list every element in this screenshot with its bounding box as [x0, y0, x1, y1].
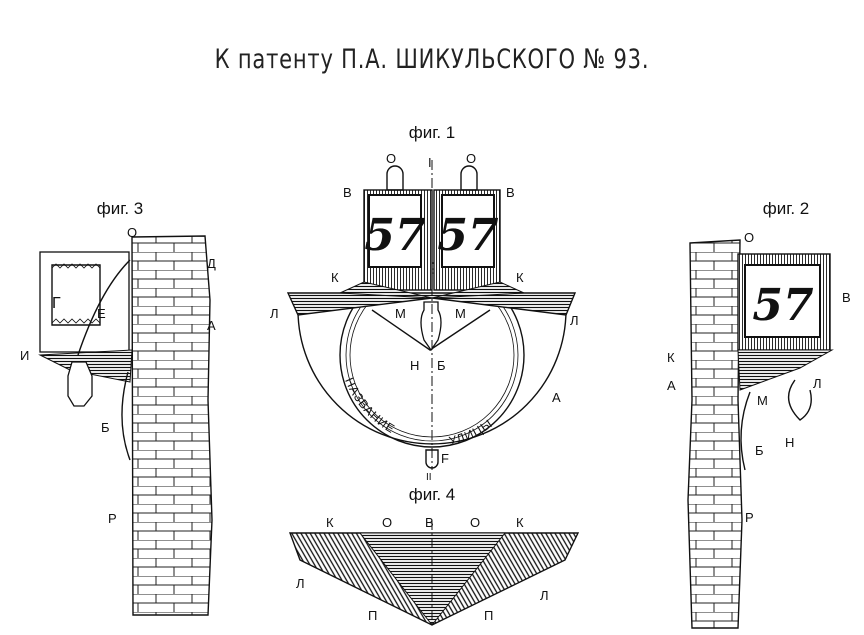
label: Б	[437, 358, 446, 373]
fig4-caption: фиг. 4	[409, 485, 456, 504]
label: Л	[296, 576, 305, 591]
figure-2: фиг. 2 57 О В К А Л М Н Б Р	[667, 199, 851, 629]
label: Н	[410, 358, 419, 373]
label: А	[552, 390, 561, 405]
fig2-caption: фиг. 2	[763, 199, 810, 218]
house-number: 57	[752, 280, 814, 331]
label: II	[426, 472, 432, 483]
label: Б	[101, 420, 110, 435]
label: П	[368, 608, 377, 623]
label: Г	[52, 295, 61, 312]
lamp-bulb	[420, 301, 442, 352]
label: В	[425, 515, 434, 530]
label: К	[667, 350, 675, 365]
label: I	[428, 155, 432, 170]
label: К	[331, 270, 339, 285]
label: Е	[97, 306, 106, 321]
label: Б	[755, 443, 764, 458]
label: О	[382, 515, 392, 530]
label: М	[455, 306, 466, 321]
label: О	[744, 230, 754, 245]
label: В	[842, 290, 851, 305]
patent-title: К патенту П.А. ШИКУЛЬСКОГО № 93.	[215, 43, 650, 74]
house-number-left: 57	[364, 210, 426, 261]
street-name-text-left: НАЗВАНИЕ	[342, 376, 398, 437]
label: М	[395, 306, 406, 321]
label: К	[516, 515, 524, 530]
label: Л	[540, 588, 549, 603]
label: В	[343, 185, 352, 200]
figure-3: фиг. 3 О Д Г Е А И Б Р	[20, 199, 216, 616]
label: Д	[207, 256, 216, 271]
house-number-right: 57	[437, 210, 499, 261]
label: Л	[570, 313, 579, 328]
label: Л	[813, 376, 822, 391]
label: F	[441, 451, 449, 466]
label: М	[757, 393, 768, 408]
label: Л	[270, 306, 279, 321]
label: В	[506, 185, 515, 200]
label: О	[386, 151, 396, 166]
label: О	[470, 515, 480, 530]
label: А	[667, 378, 676, 393]
label: К	[326, 515, 334, 530]
figure-4: фиг. 4 К О В О К Л П П Л	[288, 485, 580, 628]
fig1-caption: фиг. 1	[409, 123, 456, 142]
street-name-text-right: УЛИЦЫ	[447, 416, 495, 448]
label: Р	[108, 511, 117, 526]
label: Н	[785, 435, 794, 450]
label: И	[20, 348, 29, 363]
figure-1: фиг. 1 57 57 НАЗВАНИЕ УЛИЦЫ О О I В В К …	[270, 123, 579, 483]
label: О	[127, 225, 137, 240]
label: А	[207, 318, 216, 333]
label: П	[484, 608, 493, 623]
brick-wall	[687, 239, 743, 629]
label: О	[466, 151, 476, 166]
label: Р	[745, 510, 754, 525]
brick-wall	[131, 235, 213, 616]
reflector	[286, 292, 577, 316]
fig3-caption: фиг. 3	[97, 199, 144, 218]
label: К	[516, 270, 524, 285]
